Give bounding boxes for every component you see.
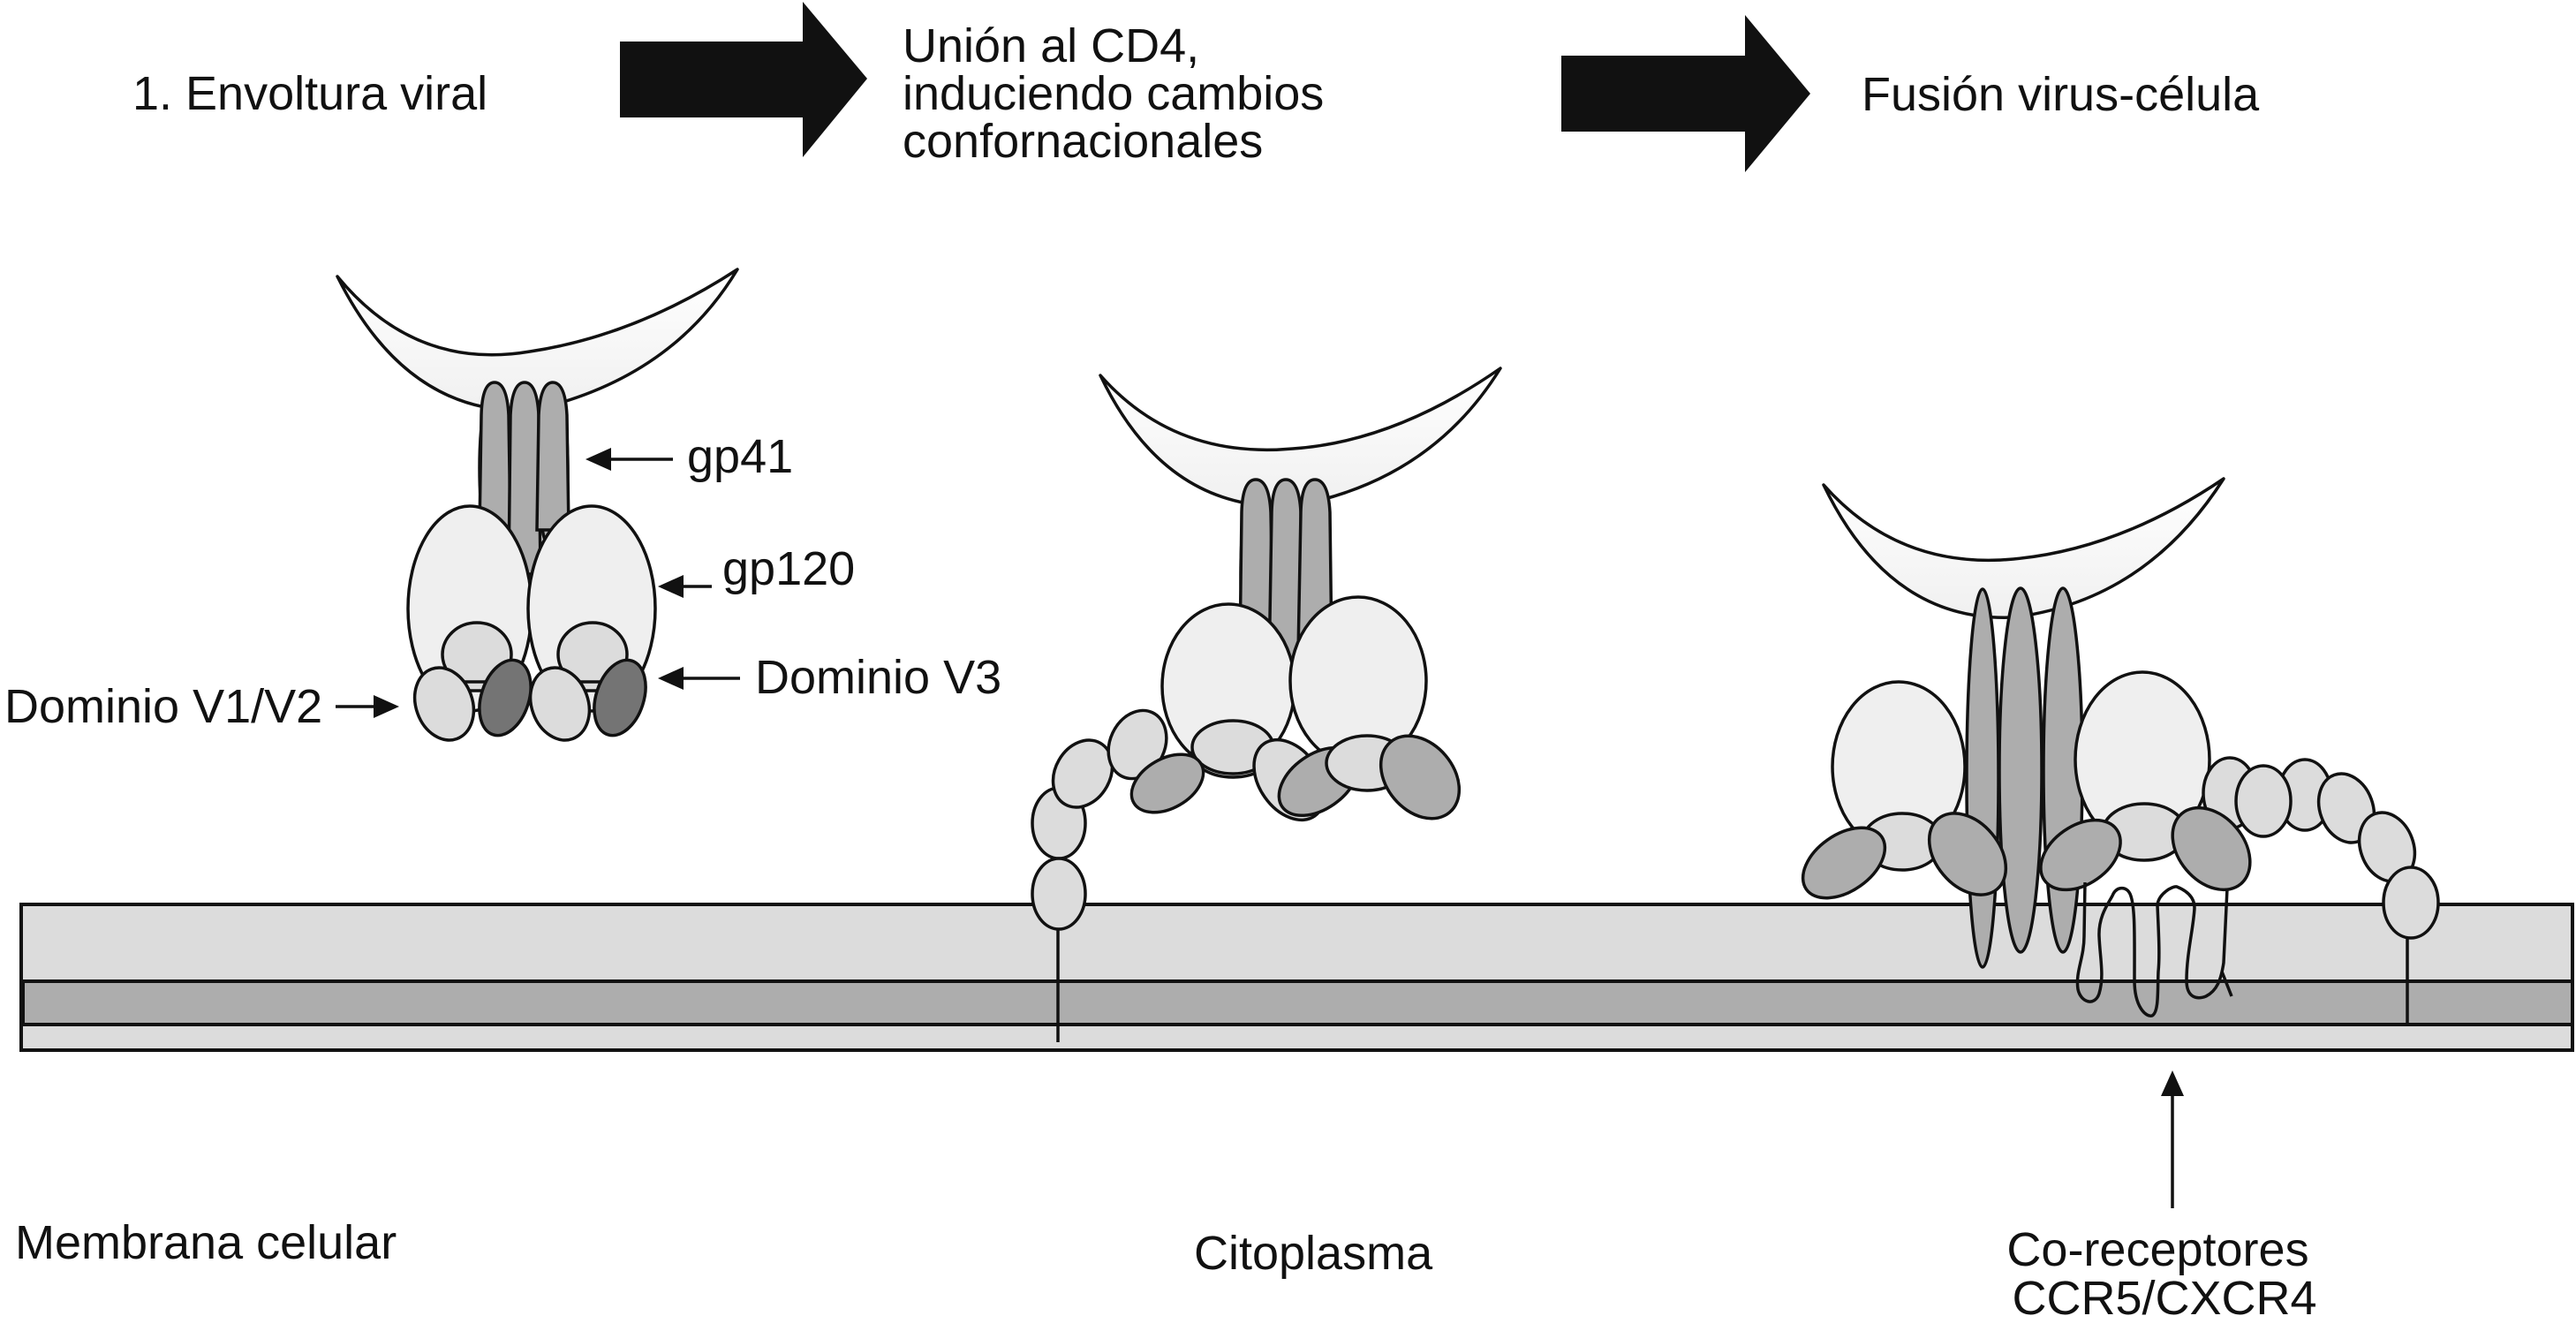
v3-domain — [2039, 818, 2122, 892]
coreceptor-ccr5-cxcr4 — [2075, 881, 2229, 1017]
gp120-callout: gp120 — [658, 542, 855, 598]
step-2-label: Unión al CD4, induciendo cambios conforn… — [903, 19, 1337, 168]
v3-domain — [2171, 805, 2252, 892]
v1v2-label: Dominio V1/V2 — [4, 680, 322, 733]
cytoplasm-label: Citoplasma — [1194, 1227, 1433, 1280]
cd4-domain — [2382, 866, 2440, 940]
viral-envelope-membrane — [1822, 477, 2225, 619]
stage-3-fusion — [1801, 477, 2440, 1025]
stage-1-envelope: gp41 gp120 Dominio V3 Dominio V1/V2 — [4, 268, 1001, 742]
gp41-helix — [1998, 586, 2043, 954]
v3-domain — [478, 658, 533, 737]
viral-envelope-membrane — [336, 268, 739, 412]
v1v2-domain — [412, 666, 476, 742]
v3-label: Dominio V3 — [755, 651, 1001, 704]
gp120-arrowhead — [658, 575, 684, 598]
cell-membrane — [19, 903, 2574, 1052]
gp41-label: gp41 — [687, 430, 793, 483]
v3-domain — [593, 658, 647, 737]
gp41-helix — [478, 381, 512, 532]
membrane-label: Membrana celular — [15, 1216, 397, 1269]
v1v2-domain — [528, 666, 592, 742]
gp41-trimer-visible — [478, 381, 570, 576]
coreceptor-label-line-1: Co-receptores — [2006, 1223, 2308, 1276]
process-arrow-1 — [620, 2, 867, 157]
step-2-line-3: confornacionales — [903, 115, 1263, 168]
cd4-receptor — [1031, 708, 1168, 1042]
cd4-domain — [1051, 738, 1114, 809]
v1v2-arrowhead — [374, 695, 399, 718]
cd4-domain — [1031, 857, 1087, 931]
v3-domain — [1129, 752, 1205, 814]
v3-callout: Dominio V3 — [658, 651, 1001, 704]
gp120-label: gp120 — [722, 542, 855, 595]
membrane-core-band — [21, 979, 2574, 1026]
gp41-callout: gp41 — [585, 430, 793, 483]
process-arrow-2 — [1561, 15, 1810, 172]
v1v2-callout: Dominio V1/V2 — [4, 680, 399, 733]
v3-domain — [1927, 812, 2008, 896]
cd4-domain — [1107, 708, 1168, 781]
stage-2-cd4-binding — [1031, 367, 1502, 1042]
gp41-helix — [535, 381, 570, 532]
v3-domain — [1801, 826, 1887, 900]
v3-arrowhead — [658, 667, 684, 690]
step-1-label: 1. Envoltura viral — [132, 67, 487, 120]
step-2-line-1: Unión al CD4, — [903, 19, 1199, 72]
v3-domain — [1379, 734, 1462, 821]
step-2-line-2: induciendo cambios — [903, 67, 1324, 120]
step-3-label: Fusión virus-célula — [1862, 68, 2260, 121]
cd4-domain — [2234, 764, 2293, 838]
coreceptor-label: Co-receptores CCR5/CXCR4 — [2006, 1223, 2322, 1325]
gp41-arrowhead — [585, 448, 611, 471]
gp41-helix — [1965, 587, 2000, 969]
membrane-outer-leaflet — [19, 903, 2574, 1052]
viral-envelope-membrane — [1099, 367, 1502, 509]
coreceptor-arrowhead — [2161, 1070, 2184, 1096]
coreceptor-tail — [2220, 971, 2233, 997]
cd4-receptor — [2202, 756, 2440, 1025]
coreceptor-label-line-2: CCR5/CXCR4 — [2012, 1272, 2316, 1325]
coreceptor-callout: Co-receptores CCR5/CXCR4 — [2006, 1070, 2322, 1325]
